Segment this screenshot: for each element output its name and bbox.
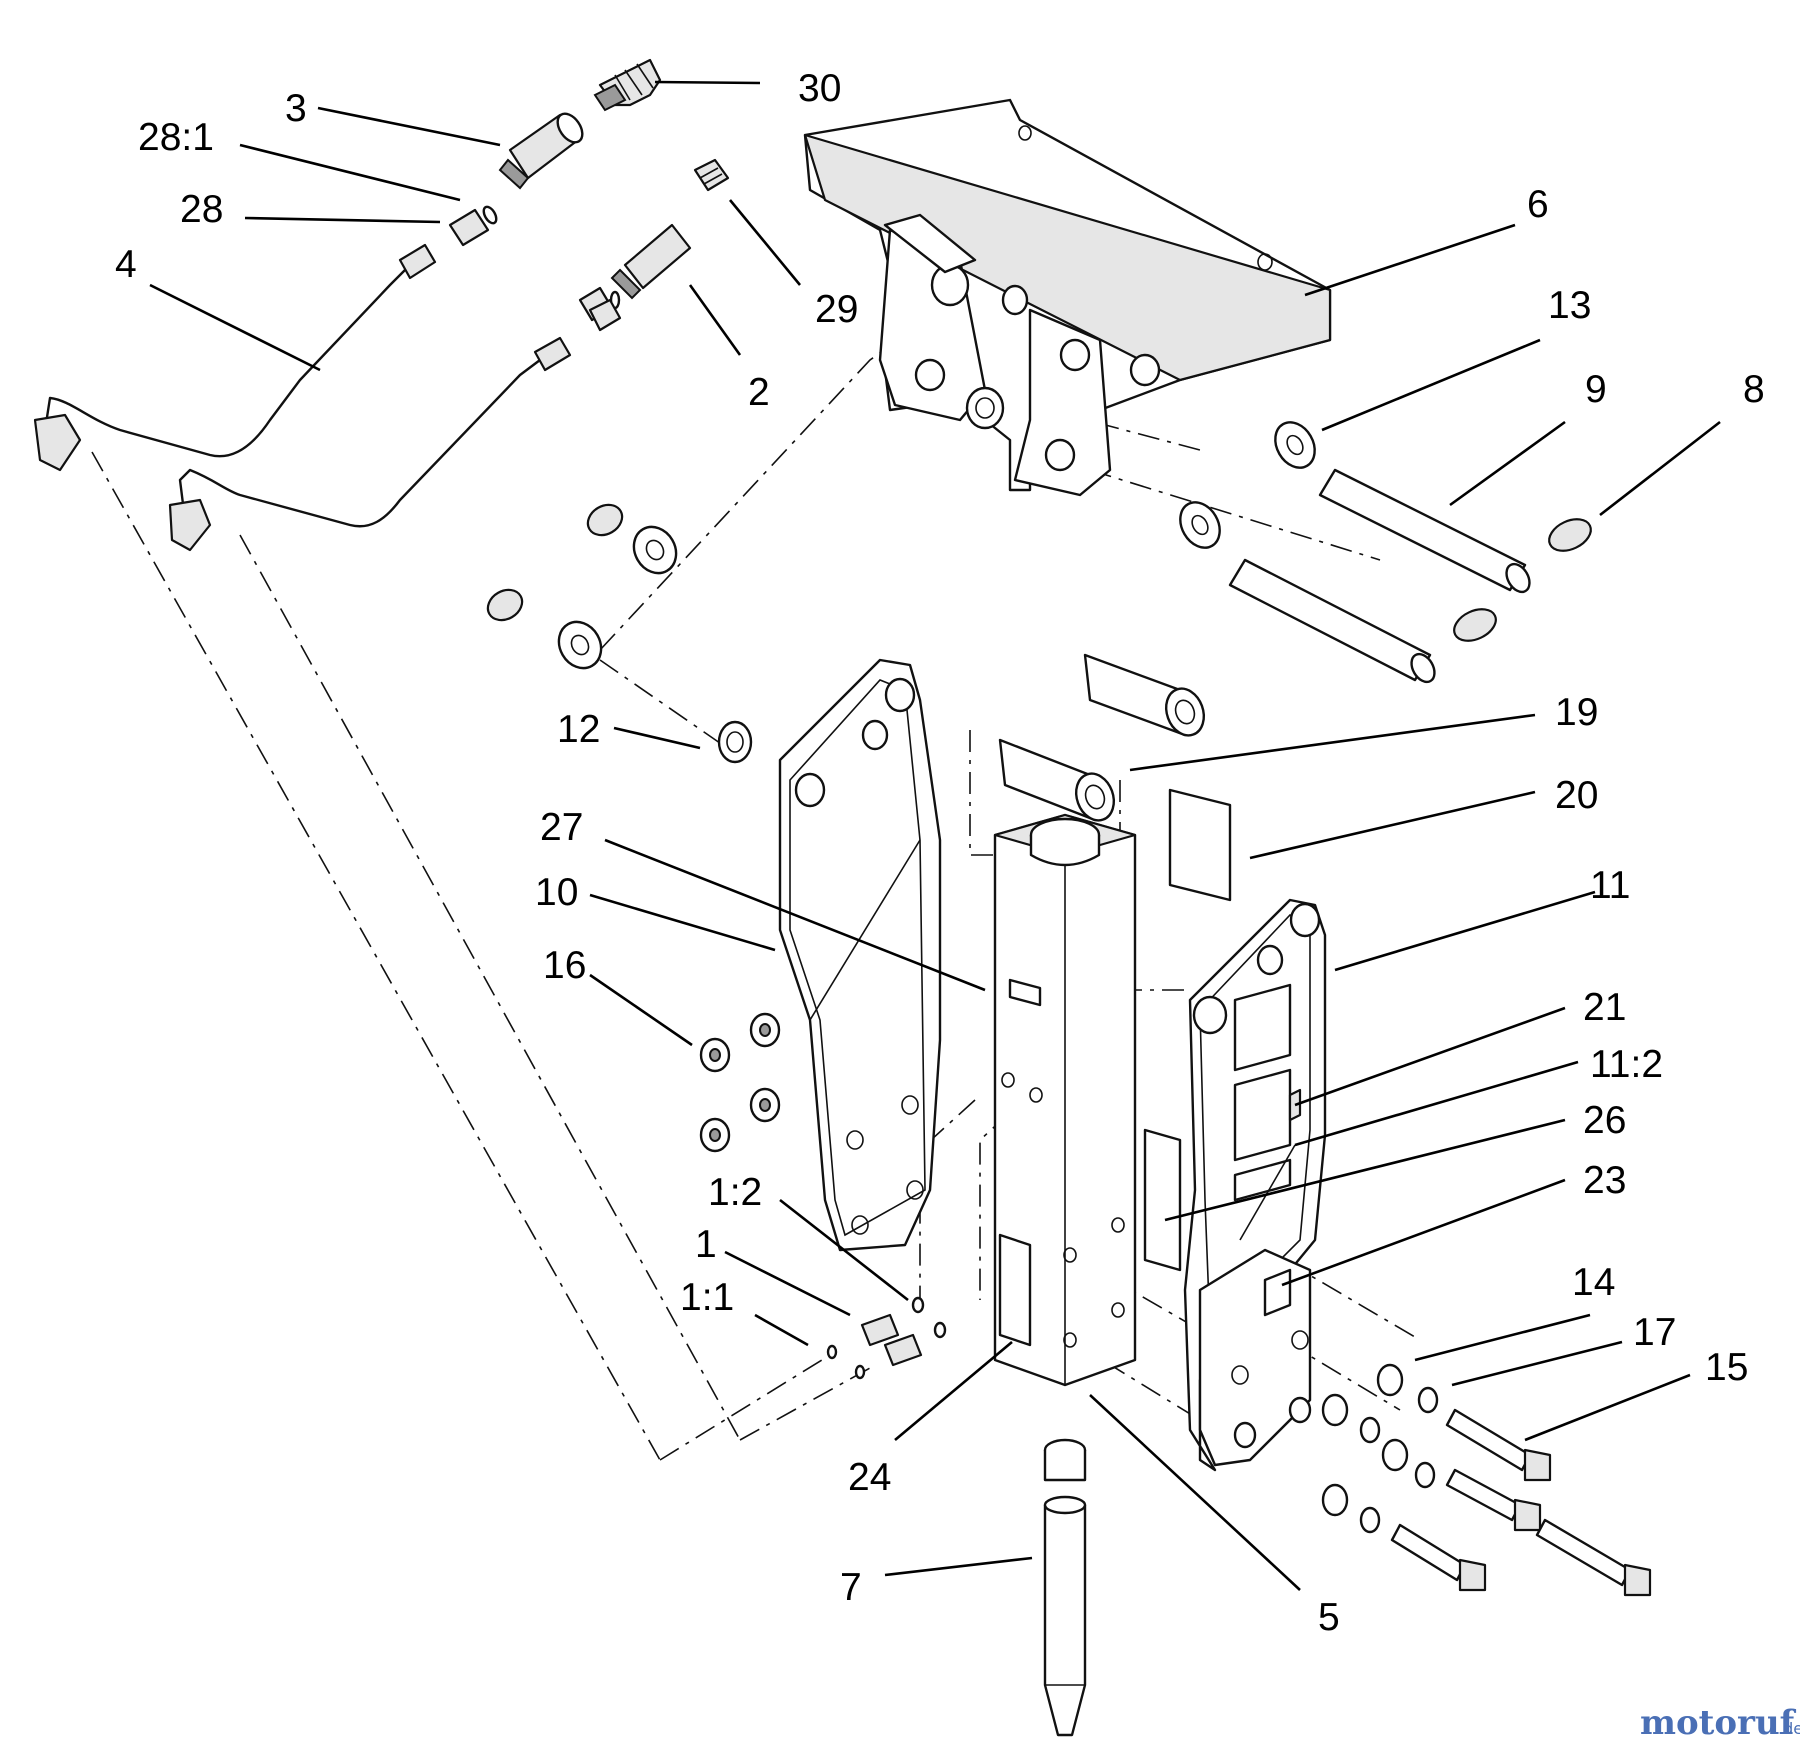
callout-11: 11 xyxy=(1590,864,1631,907)
callout-30: 30 xyxy=(798,67,841,110)
callout-15: 15 xyxy=(1705,1346,1748,1389)
callout-4: 4 xyxy=(115,243,137,286)
leader-lines xyxy=(149,80,1721,1591)
callout-14: 14 xyxy=(1572,1261,1615,1304)
callout-6: 6 xyxy=(1527,183,1549,226)
callout-23: 23 xyxy=(1583,1159,1626,1202)
callout-1: 1 xyxy=(695,1223,717,1266)
callout-27: 27 xyxy=(540,806,583,849)
callout-5: 5 xyxy=(1318,1596,1340,1639)
part-10-side-plate xyxy=(778,658,942,1252)
part-24-label xyxy=(998,1233,1032,1347)
callout-28: 28 xyxy=(180,188,223,231)
part-7-chisel xyxy=(1043,1438,1087,1737)
part-8-clips xyxy=(1453,518,1592,642)
callout-19: 19 xyxy=(1555,691,1598,734)
part-27-label xyxy=(1008,978,1042,1007)
callout-10: 10 xyxy=(535,871,578,914)
callout-20: 20 xyxy=(1555,774,1598,817)
part-5-breaker-body xyxy=(993,813,1137,1387)
part-26-label xyxy=(1143,1128,1182,1272)
callout-9: 9 xyxy=(1585,368,1607,411)
part-30-fitting xyxy=(593,58,662,112)
part-2-coupler xyxy=(578,223,692,322)
part-4-hydraulic-hoses xyxy=(33,243,622,552)
part-29-plug xyxy=(693,158,730,192)
callout-7: 7 xyxy=(840,1566,862,1609)
callout-13: 13 xyxy=(1548,284,1591,327)
callout-2: 2 xyxy=(748,371,770,414)
callout-1-2: 1:2 xyxy=(708,1171,762,1214)
part-13-washers xyxy=(1179,421,1316,549)
watermark-brand: motoruf xyxy=(1640,1703,1797,1743)
part-9-pins xyxy=(1228,468,1531,684)
callout-21: 21 xyxy=(1583,986,1626,1029)
part-6-mount-bracket xyxy=(803,98,1332,497)
part-12-bushing xyxy=(717,720,753,764)
callout-1-1: 1:1 xyxy=(680,1276,734,1319)
callout-26: 26 xyxy=(1583,1099,1626,1142)
callout-labels: 30 3 28:1 28 4 29 2 6 13 9 8 12 19 20 27… xyxy=(115,67,1765,1639)
callout-12: 12 xyxy=(557,708,600,751)
callout-11-2: 11:2 xyxy=(1590,1043,1663,1086)
callout-17: 17 xyxy=(1633,1311,1676,1354)
callout-24: 24 xyxy=(848,1456,891,1499)
watermark-suffix: .de xyxy=(1778,1719,1800,1738)
part-20-decal xyxy=(1168,788,1232,902)
part-19-bushings xyxy=(998,653,1206,822)
parts-14-17-15-bolts-washers xyxy=(1321,1363,1652,1597)
motoruf-watermark: motoruf .de xyxy=(1640,1703,1800,1743)
part-11-lower-plate xyxy=(1198,1248,1312,1467)
part-16-washers xyxy=(699,1012,781,1153)
callout-28-1: 28:1 xyxy=(138,116,214,159)
part-28-adapter xyxy=(448,205,498,247)
callout-8: 8 xyxy=(1743,368,1765,411)
clips-and-washers-left xyxy=(486,386,1005,670)
part-3-coupler xyxy=(498,112,584,190)
part-23-decal xyxy=(1263,1268,1292,1317)
callout-16: 16 xyxy=(543,944,586,987)
part-1-fittings xyxy=(826,1296,947,1380)
callout-29: 29 xyxy=(815,288,858,331)
callout-3: 3 xyxy=(285,87,307,130)
